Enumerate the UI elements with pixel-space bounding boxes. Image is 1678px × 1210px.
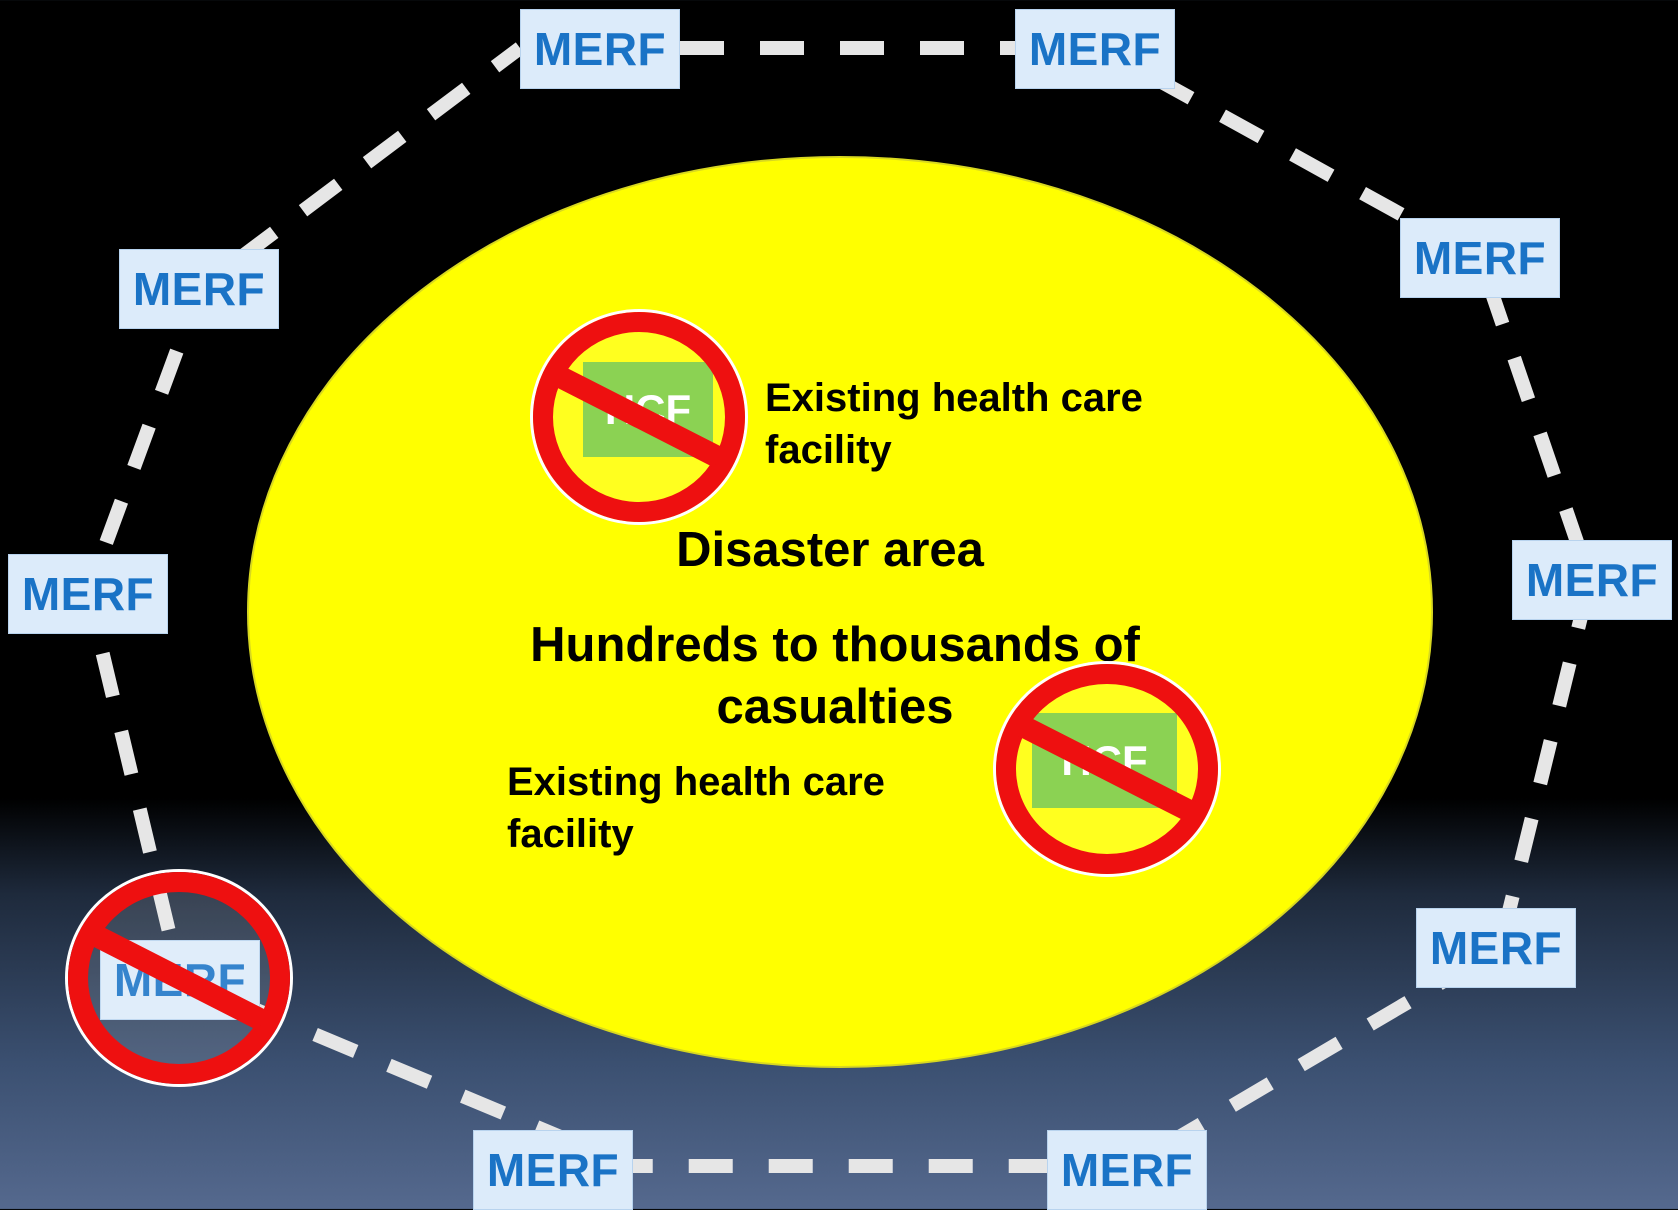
merf-node-bottom-right: MERF	[1047, 1130, 1207, 1210]
merf-node-bottom-left: MERF	[473, 1130, 633, 1210]
merf-node-mid-right: MERF	[1512, 540, 1672, 620]
merf-node-lower-right: MERF	[1416, 908, 1576, 988]
prohibited-hcf-sign-1	[533, 312, 745, 522]
merf-node-top-right: MERF	[1015, 9, 1175, 89]
merf-node-top-left: MERF	[520, 9, 680, 89]
disaster-area-title: Disaster area	[676, 523, 984, 577]
hcf-label-1: Existing health care facility	[765, 376, 1143, 472]
casualties-text: Hundreds to thousands of casualties	[530, 618, 1140, 734]
prohibited-hcf-sign-2	[996, 664, 1218, 874]
prohibition-slash	[554, 366, 724, 468]
merf-node-upper-left: MERF	[119, 249, 279, 329]
merf-node-mid-left: MERF	[8, 554, 168, 634]
prohibition-slash	[1017, 716, 1197, 822]
prohibited-merf-sign	[68, 872, 290, 1084]
hcf-label-2: Existing health care facility	[507, 760, 885, 856]
merf-node-upper-right: MERF	[1400, 218, 1560, 298]
prohibition-slash	[89, 925, 269, 1031]
disaster-area	[247, 156, 1433, 1068]
